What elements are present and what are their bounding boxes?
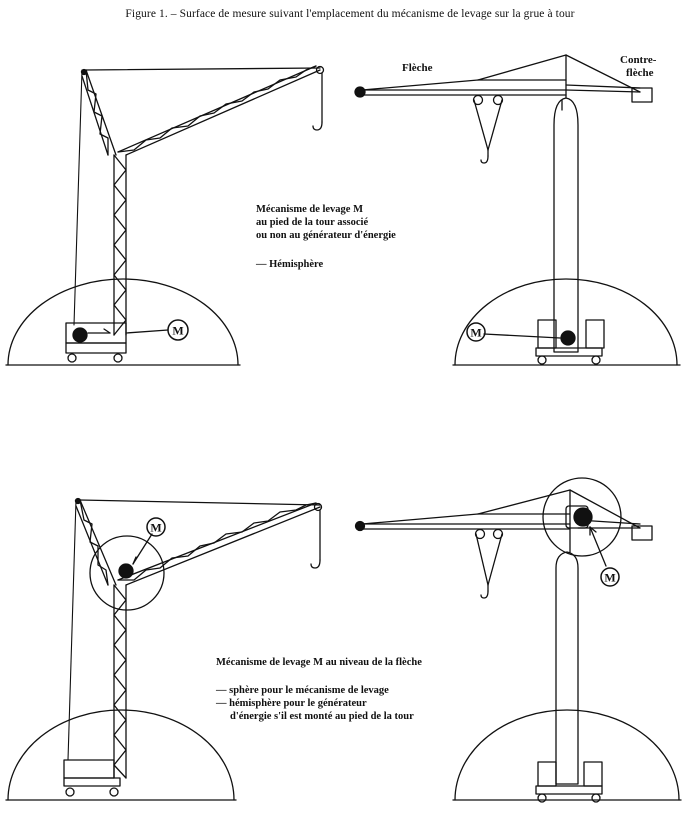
winch-m-top-right <box>560 330 576 346</box>
jib-top-left <box>117 65 321 156</box>
crane-top-right: M <box>354 54 681 366</box>
crane-bottom-right: M <box>354 477 682 803</box>
m-label-bottom-left: M <box>150 521 161 535</box>
sphere-bottom-left <box>89 535 165 611</box>
hemisphere-top-left <box>7 278 239 366</box>
counter-jib-label-line2: flèche <box>626 67 654 79</box>
hemisphere-bottom-left <box>7 709 235 801</box>
legend-top-line1: Mécanisme de levage M <box>256 204 364 215</box>
mast-top-left <box>73 67 321 326</box>
m-label-bottom-right: M <box>604 571 615 585</box>
peak-bottom-right <box>477 489 653 553</box>
legend-bottom-item2a: — hémisphère pour le générateur <box>216 698 367 709</box>
legend-top-line2: au pied de la tour associé <box>256 217 369 228</box>
crane-top-left: M <box>5 65 325 366</box>
m-marker-bottom-right: M <box>589 526 620 587</box>
base-top-left <box>65 322 127 363</box>
jib-bottom-right <box>354 513 571 532</box>
winch-m-top-left <box>72 327 88 343</box>
legend-top-line3: ou non au générateur d'énergie <box>256 230 396 241</box>
figure-caption: Figure 1. – Surface de mesure suivant l'… <box>125 8 575 20</box>
tower-top-left <box>113 154 127 336</box>
crane-bottom-left: M <box>5 497 323 801</box>
legend-bottom-line1: Mécanisme de levage M au niveau de la fl… <box>216 657 422 668</box>
tower-bottom-left <box>113 584 127 779</box>
hook-bottom-left <box>310 502 323 569</box>
tower-top-right <box>553 97 579 353</box>
winch-m-bottom-left <box>118 563 134 579</box>
hook-bottom-right <box>474 528 504 599</box>
m-marker-top-right: M <box>466 322 561 342</box>
m-marker-top-left: M <box>125 319 189 341</box>
hemisphere-top-right <box>454 278 678 366</box>
jib-top-right <box>354 79 567 98</box>
legend-bottom-item1: — sphère pour le mécanisme de levage <box>216 685 389 696</box>
winch-m-bottom-right <box>565 505 593 529</box>
tower-bottom-right <box>555 551 579 785</box>
legend-bottom-item2b: d'énergie s'il est monté au pied de la t… <box>230 711 414 722</box>
base-bottom-left <box>63 759 121 797</box>
m-marker-bottom-left: M <box>132 517 166 565</box>
m-label-top-left: M <box>172 324 183 338</box>
jib-bottom-left <box>117 502 321 586</box>
hemisphere-bottom-right <box>454 709 680 801</box>
mast-bottom-left <box>67 497 321 761</box>
m-label-top-right: M <box>470 326 481 340</box>
peak-top-right <box>477 54 653 103</box>
hook-top-left <box>312 65 325 131</box>
base-bottom-right <box>535 761 603 803</box>
jib-label: Flèche <box>402 62 433 74</box>
base-top-right <box>535 319 605 365</box>
hook-top-right <box>472 94 504 164</box>
counter-jib-label-line1: Contre- <box>620 54 657 66</box>
legend-top-hemisphere: — Hémisphère <box>256 259 324 270</box>
